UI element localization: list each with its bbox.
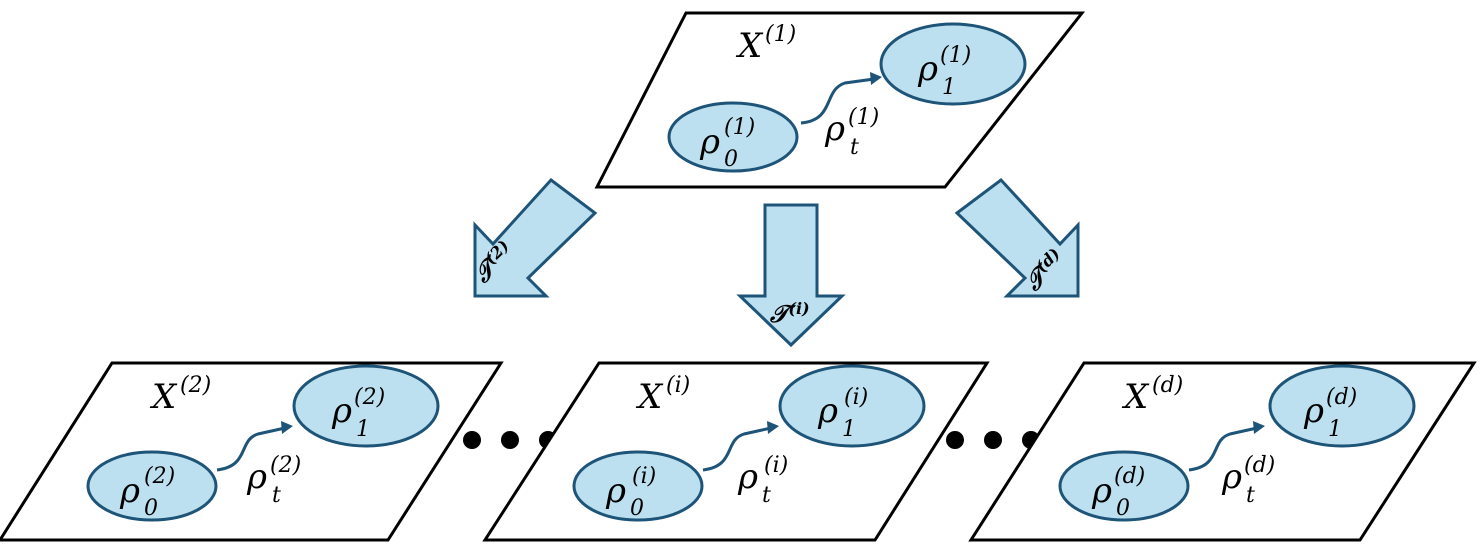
bottom-2-rhot-label: ρ t (i) bbox=[737, 453, 788, 508]
top-rho1-blob bbox=[879, 22, 1027, 106]
bottom-2-flow-arrowhead bbox=[767, 421, 779, 434]
ellipsis-dot bbox=[463, 431, 481, 449]
ellipsis-dot bbox=[984, 431, 1002, 449]
bottom-2-rho1-label: ρ 1 (i) bbox=[817, 385, 868, 442]
bottom-1-rho1-label: ρ 1 (2) bbox=[331, 385, 385, 442]
ellipsis-dots-right bbox=[946, 431, 1040, 449]
top-space-label: X (1) bbox=[735, 22, 796, 66]
transform-arrow-right: 𝒯(d) bbox=[954, 177, 1080, 298]
transform-arrow-left-shape bbox=[473, 177, 598, 298]
bottom-3-rho1-blob bbox=[1268, 364, 1416, 448]
bottom-2-rho1-blob bbox=[778, 364, 926, 448]
top-rhot-label: ρ t (1) bbox=[824, 105, 879, 160]
bottom-2-rho0-label: ρ 0 (i) bbox=[605, 464, 656, 521]
bottom-1-rho1-blob bbox=[292, 364, 440, 448]
top-rho0-blob bbox=[667, 101, 799, 173]
top-space-panel: X (1) ρ 1 (1) ρ 0 (1) ρ t (1) bbox=[594, 11, 1086, 189]
bottom-space-panel-2: X (i) ρ 1 (i) ρ 0 (i) ρ t (i) bbox=[482, 361, 990, 542]
top-rho1-label: ρ 1 (1) bbox=[917, 43, 971, 100]
bottom-1-rhot-label: ρ t (2) bbox=[246, 453, 301, 508]
top-flow-curve bbox=[800, 77, 875, 125]
ellipsis-dots-left bbox=[463, 431, 557, 449]
bottom-space-panel-3: X (d) ρ 1 (d) ρ 0 (d) ρ t (d) bbox=[968, 361, 1477, 542]
bottom-3-space-label: X (d) bbox=[1121, 373, 1183, 417]
bottom-2-rho0-blob bbox=[572, 450, 704, 522]
bottom-3-rho1-label: ρ 1 (d) bbox=[1303, 385, 1357, 442]
bottom-1-space-label: X (2) bbox=[149, 373, 211, 417]
ellipsis-dot bbox=[946, 431, 964, 449]
ellipsis-dot bbox=[501, 431, 519, 449]
transform-arrow-right-shape bbox=[954, 177, 1080, 298]
bottom-1-rho0-label: ρ 0 (2) bbox=[119, 464, 175, 521]
bottom-3-rhot-label: ρ t (d) bbox=[1221, 453, 1275, 508]
transform-arrow-middle: 𝒯(i) bbox=[736, 203, 846, 348]
bottom-3-flow-arrowhead bbox=[1253, 421, 1265, 434]
bottom-space-panel-1: X (2) ρ 1 (2) ρ 0 (2) ρ t (2) bbox=[0, 361, 504, 542]
bottom-3-rho0-blob bbox=[1058, 450, 1190, 522]
transform-arrow-middle-shape bbox=[736, 203, 846, 348]
bottom-3-rho0-label: ρ 0 (d) bbox=[1091, 464, 1145, 521]
bottom-1-flow-curve bbox=[216, 426, 286, 472]
bottom-1-rho0-blob bbox=[86, 450, 218, 522]
bottom-2-flow-curve bbox=[702, 426, 772, 472]
bottom-3-flow-curve bbox=[1188, 426, 1258, 472]
bottom-1-flow-arrowhead bbox=[281, 421, 293, 434]
top-rho0-label: ρ 0 (1) bbox=[699, 115, 755, 172]
transform-arrow-left: 𝒯(2) bbox=[467, 177, 598, 298]
top-flow-arrowhead bbox=[870, 72, 882, 85]
bottom-2-space-label: X (i) bbox=[635, 373, 690, 417]
